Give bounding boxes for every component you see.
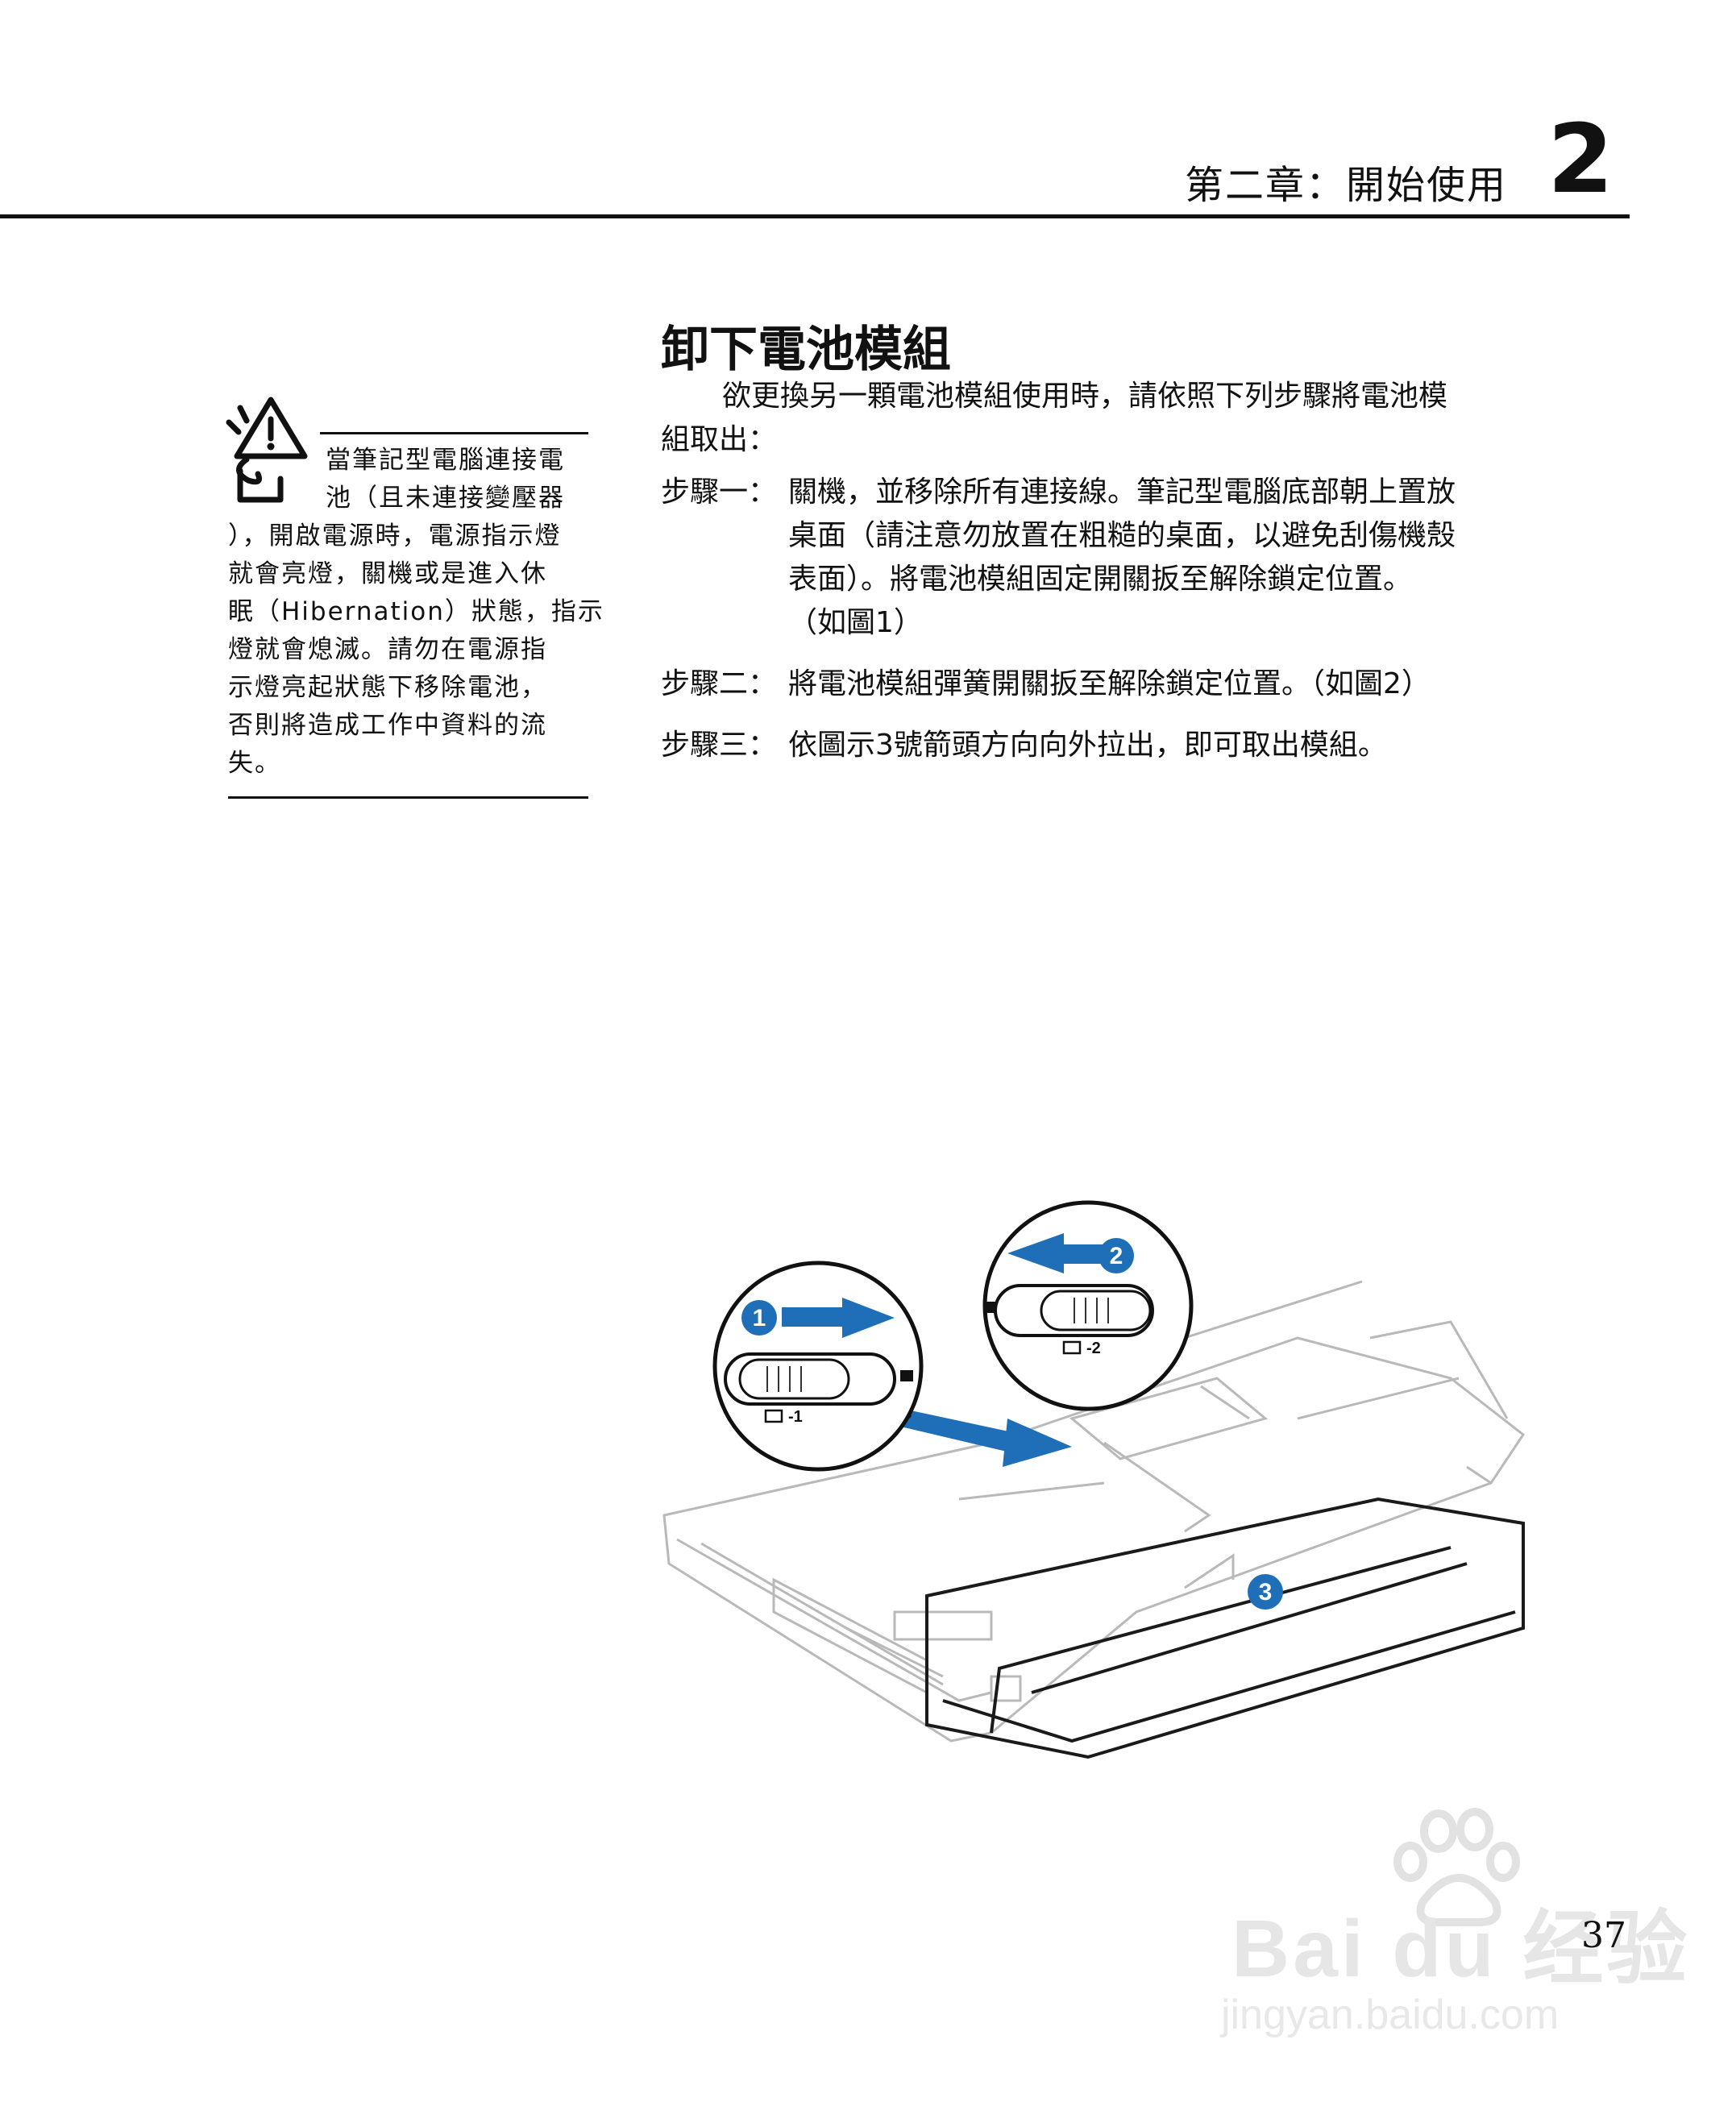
note-line: 池（且未連接變壓器 — [326, 484, 565, 513]
note-line: 示燈亮起狀態下移除電池， — [228, 673, 547, 702]
battery-removal-illustration: 1 2 3 -1 -2 — [662, 1200, 1526, 1759]
callout-1-label: 1 — [753, 1305, 766, 1331]
note-top-rule — [320, 432, 588, 434]
battery-pack — [925, 1497, 1525, 1759]
note-line: ），開啟電源時，電源指示燈 — [228, 521, 562, 550]
step-1-label: 步驟一： — [661, 476, 778, 509]
step-1-line: 關機，並移除所有連接線。筆記型電腦底部朝上置放 — [788, 476, 1456, 509]
callout-circle-3 — [1248, 1574, 1283, 1610]
chapter-title: 第二章：開始使用 — [1185, 163, 1508, 208]
intro-line: 組取出： — [661, 423, 778, 456]
step-3-line: 依圖示3號箭頭方向向外拉出，即可取出模組。 — [788, 729, 1387, 762]
step-2-label: 步驟二： — [661, 667, 778, 700]
note-line: 眠（Hibernation）狀態，指示 — [228, 597, 604, 626]
step-1-line: 桌面（請注意勿放置在粗糙的桌面，以避免刮傷機殼 — [788, 519, 1456, 552]
callout-circle-1 — [712, 1261, 924, 1472]
note-line: 失。 — [228, 749, 281, 778]
chapter-number: 2 — [1547, 103, 1614, 214]
switch-1-label: -1 — [788, 1408, 803, 1426]
callout-circle-2 — [982, 1200, 1194, 1411]
baidu-paw-watermark — [1393, 1808, 1520, 1926]
watermark-brand: Bai du 经验 — [1231, 1904, 1691, 1994]
step-3-label: 步驟三： — [661, 729, 778, 762]
note-line: 燈就會熄滅。請勿在電源指 — [228, 635, 547, 664]
note-line: 否則將造成工作中資料的流 — [228, 711, 547, 740]
watermark-url: jingyan.baidu.com — [1221, 1992, 1559, 2038]
callout-2-label: 2 — [1110, 1243, 1123, 1269]
callout-3-label: 3 — [1259, 1579, 1273, 1606]
warning-icon — [226, 397, 308, 503]
section-title: 卸下電池模組 — [661, 322, 951, 378]
page-number: 37 — [1581, 1915, 1626, 1956]
step-1-line: 表面）。將電池模組固定開關扳至解除鎖定位置。 — [788, 563, 1413, 596]
switch-2-label: -2 — [1086, 1340, 1101, 1357]
step-1-line: （如圖1） — [788, 606, 923, 639]
intro-line: 欲更換另一顆電池模組使用時，請依照下列步驟將電池模 — [722, 380, 1448, 413]
header-divider — [0, 214, 1630, 218]
note-line: 就會亮燈，關機或是進入休 — [228, 559, 547, 588]
note-line: 當筆記型電腦連接電 — [326, 446, 565, 475]
note-bottom-rule — [228, 796, 588, 799]
step-2-line: 將電池模組彈簧開關扳至解除鎖定位置。（如圖2） — [788, 667, 1431, 700]
